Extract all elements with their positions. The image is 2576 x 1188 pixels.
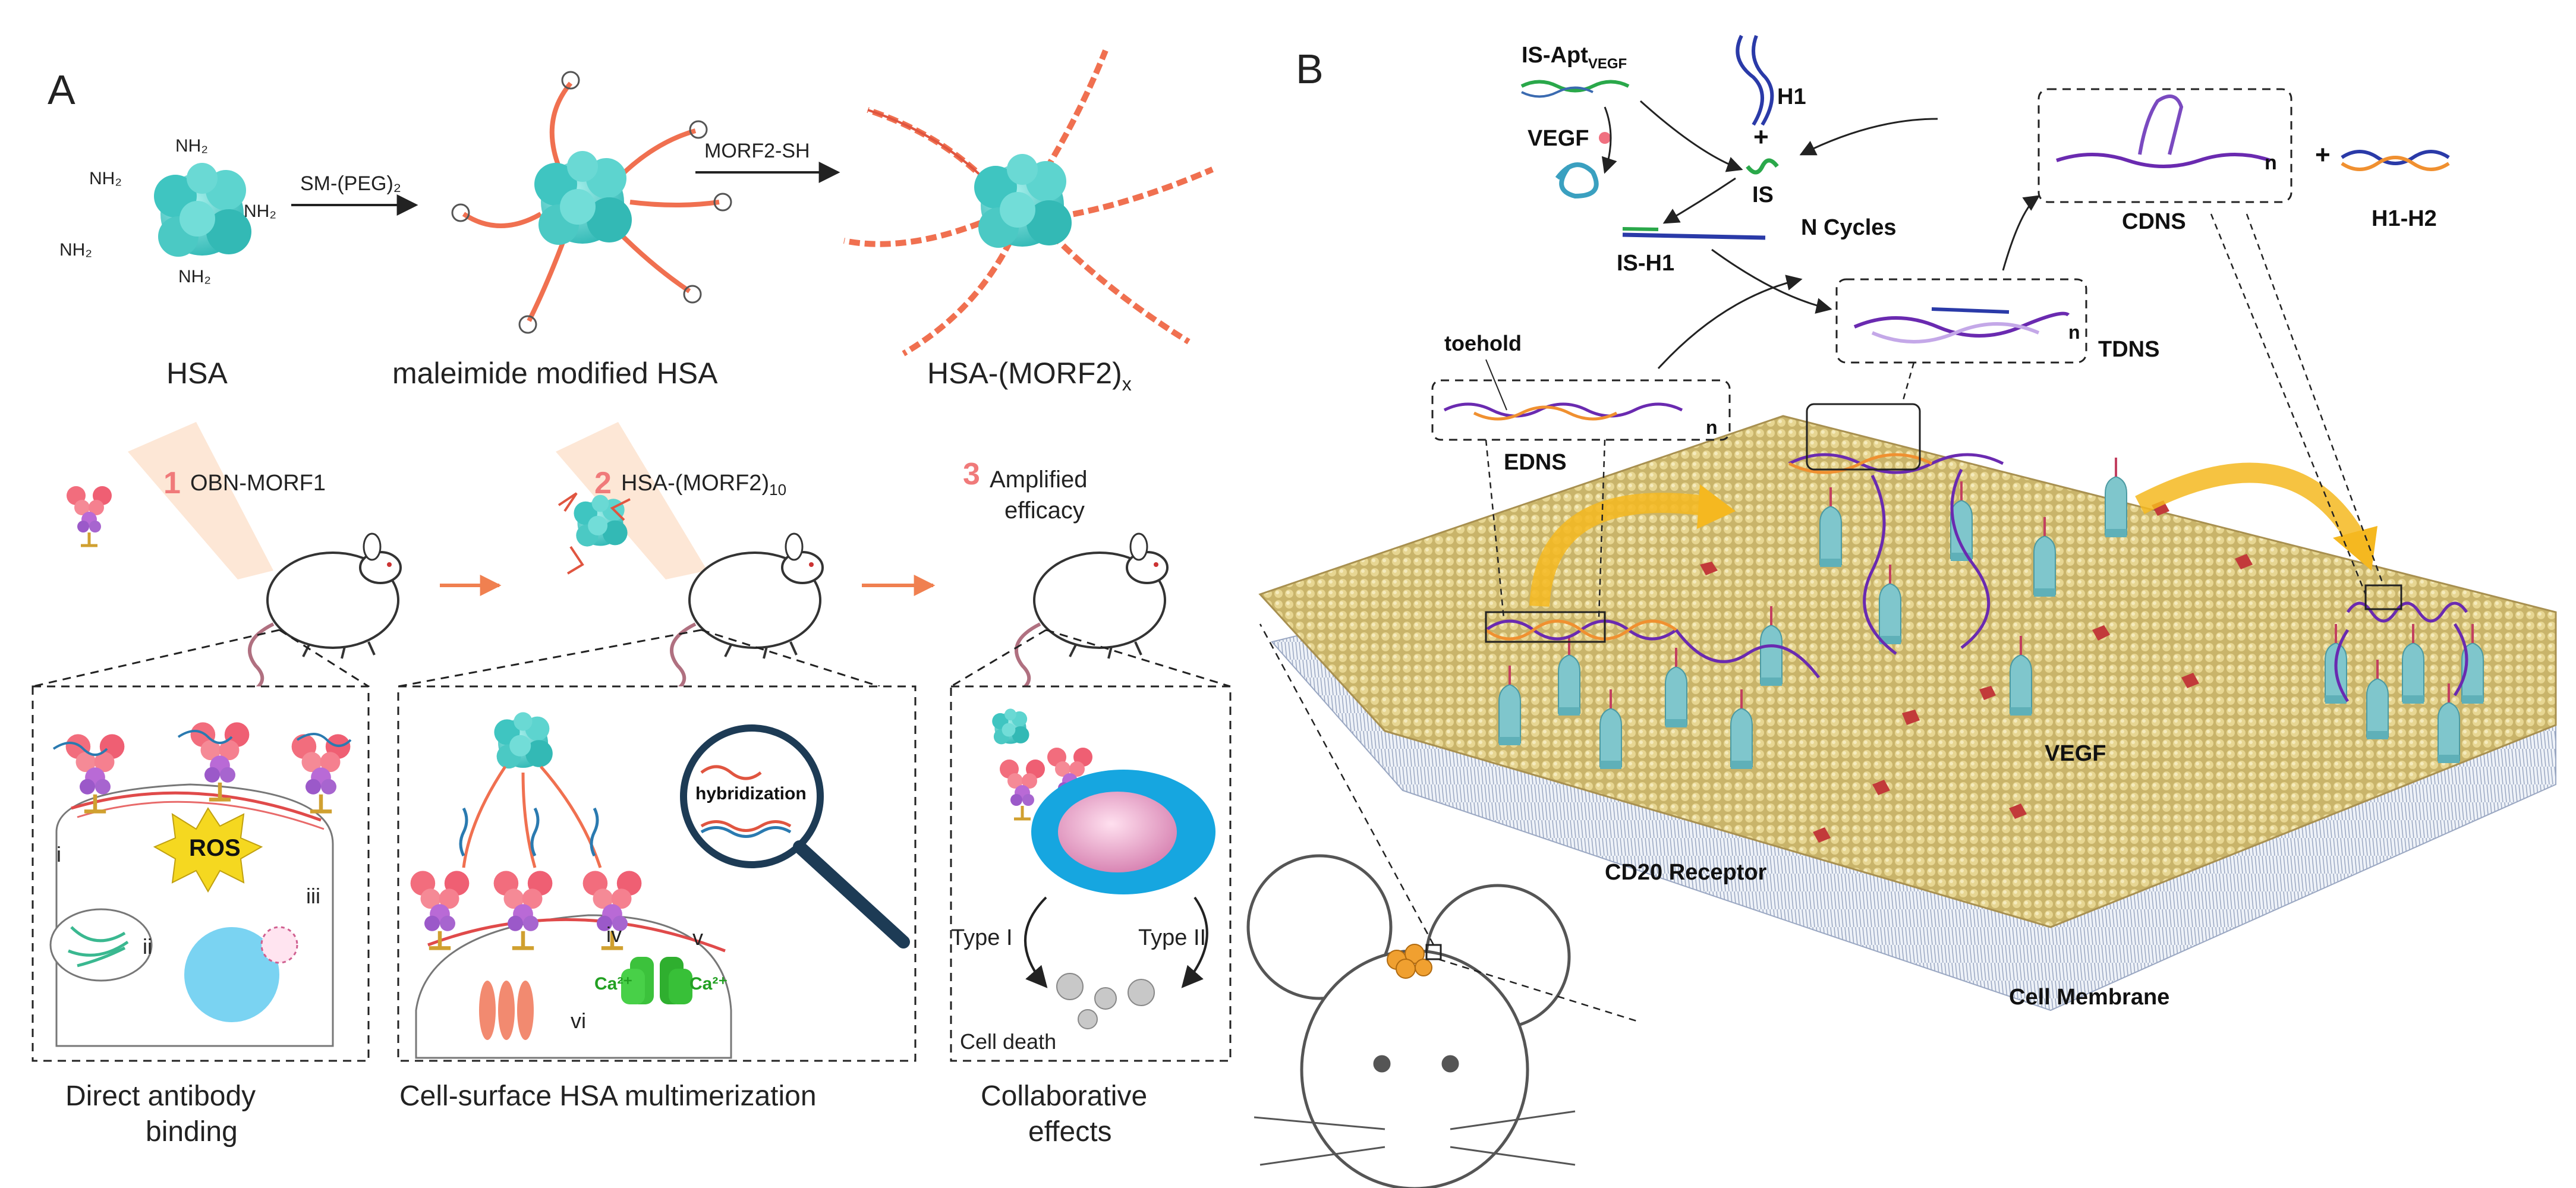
n-cycles-label: N Cycles: [1801, 215, 1897, 240]
box1-caption-line2: binding: [146, 1116, 238, 1148]
mouse-icon: [244, 534, 401, 695]
antibody-icon: [67, 486, 112, 546]
hsa-morf2-product: [843, 49, 1214, 357]
nh2-label: NH₂: [178, 267, 211, 286]
cdns-box: [2038, 88, 2292, 203]
is-strand: [1746, 158, 1779, 175]
panel-b-letter: B: [1296, 46, 1324, 92]
tumor: [1387, 944, 1432, 979]
tdns-box: [1835, 278, 2087, 364]
hsa-molecule: [154, 163, 251, 257]
connector-lines: [1485, 213, 2385, 619]
hsa-label: HSA: [166, 357, 228, 390]
nucleus: [184, 927, 279, 1022]
edns-box: [1431, 379, 1731, 441]
maleimide-label: maleimide modified HSA: [392, 357, 718, 390]
ca-label: Ca²⁺: [594, 974, 632, 994]
h1-label: H1: [1777, 84, 1806, 109]
step-2: 2 HSA-(MORF2)10: [556, 422, 823, 695]
step-2-number: 2: [594, 466, 612, 500]
step-i: i: [56, 842, 61, 866]
nh2-label: NH₂: [175, 136, 208, 156]
step-3-label-line2: efficacy: [1004, 497, 1085, 524]
panel-b: B: [1246, 34, 2557, 1188]
is-h1-strand: [1622, 232, 1766, 240]
tdns-n: n: [2068, 322, 2080, 343]
zoom-lines: [32, 629, 1231, 688]
hybridization-label: hybridization: [695, 784, 807, 803]
maleimide-hsa: [451, 71, 732, 334]
ros-label: ROS: [189, 835, 241, 861]
step-iv: iv: [606, 922, 622, 947]
type-ii: Type II: [1138, 925, 1206, 950]
step-ii: ii: [143, 934, 152, 959]
cdns-highlight: [2364, 584, 2402, 610]
toehold-label: toehold: [1444, 331, 1522, 355]
step-iii: iii: [306, 884, 320, 908]
step-3-number: 3: [963, 457, 980, 491]
nh2-label: NH₂: [59, 240, 92, 260]
h1-hairpin: [1736, 34, 1774, 126]
vegf-aptamer-complex: [1555, 162, 1599, 199]
step-v: v: [692, 925, 703, 950]
cd20-label: CD20 Receptor: [1605, 860, 1767, 885]
hsa-icon: [574, 494, 628, 547]
zoom-lines-b: [1259, 623, 1641, 1023]
is-apt-label: IS-AptVEGF: [1522, 43, 1627, 72]
vegf-dot: [1599, 132, 1611, 144]
h1-h2-duplex: [2341, 150, 2450, 165]
tdns-highlight: [1806, 403, 1921, 471]
box3-caption: Collaborative: [981, 1080, 1147, 1112]
panel-a: A NH₂ NH₂ NH₂ NH₂ NH₂ HSA SM-(PEG)₂ m: [32, 49, 1232, 1148]
step2-reagent: MORF2-SH: [704, 140, 810, 162]
edns-n: n: [1706, 417, 1718, 438]
mouse-outline: [1246, 854, 1576, 1188]
h1-h2-label: H1-H2: [2372, 206, 2437, 231]
is-label: IS: [1752, 182, 1774, 207]
step-1: 1 OBN-MORF1: [67, 422, 401, 695]
cell-membrane-label: Cell Membrane: [2009, 985, 2169, 1010]
type-i: Type I: [951, 925, 1013, 950]
yellow-arrow: [2135, 462, 2363, 540]
step-2-label: HSA-(MORF2)10: [621, 471, 786, 499]
calcium-channel: [621, 957, 692, 1004]
cdns-n: n: [2265, 152, 2277, 174]
cell-membrane-surface: [1258, 415, 2557, 928]
is-apt-strand: [1520, 80, 1630, 93]
vegf-membrane-label: VEGF: [2045, 741, 2106, 766]
step-3-label: Amplified: [990, 467, 1088, 493]
box-multimerization: hybridization Ca²⁺ Ca²⁺ iv v vi Cell-sur…: [397, 685, 917, 1112]
plus-sign: +: [1753, 122, 1769, 152]
cell-compartment: [49, 908, 153, 982]
product-label: HSA-(MORF2)x: [927, 357, 1132, 395]
box1-caption: Direct antibody: [65, 1080, 256, 1112]
step1-reagent: SM-(PEG)₂: [300, 172, 401, 195]
nh2-label: NH₂: [89, 169, 122, 188]
ca-label: Ca²⁺: [689, 974, 728, 994]
plus-sign-cdns: +: [2315, 140, 2331, 169]
cdns-label: CDNS: [2122, 209, 2186, 234]
step-vi: vi: [571, 1009, 586, 1033]
edns-label: EDNS: [1504, 450, 1567, 475]
step-3: 3 Amplified efficacy: [963, 457, 1167, 695]
ros-star: [153, 807, 263, 893]
vegf-label-top: VEGF: [1528, 126, 1589, 151]
yellow-arrow: [1529, 493, 1701, 607]
dead-cells: [1056, 973, 1155, 1029]
step-1-label: OBN-MORF1: [190, 471, 326, 496]
nh2-label: NH₂: [244, 201, 276, 221]
tdns-label: TDNS: [2098, 337, 2159, 362]
box3-caption-line2: effects: [1028, 1116, 1112, 1148]
edns-highlight: [1485, 611, 1606, 643]
box-collaborative: Type I Type II Cell death Collaborative …: [950, 685, 1232, 1148]
step-1-number: 1: [163, 466, 181, 500]
box2-caption: Cell-surface HSA multimerization: [399, 1080, 817, 1112]
mouse-icon: [1010, 534, 1167, 695]
box-direct-binding: ROS i ii iii Direct antibody binding: [32, 685, 370, 1148]
cell-death-label: Cell death: [960, 1029, 1056, 1054]
panel-a-letter: A: [48, 67, 75, 113]
is-h1-label: IS-H1: [1617, 251, 1674, 276]
